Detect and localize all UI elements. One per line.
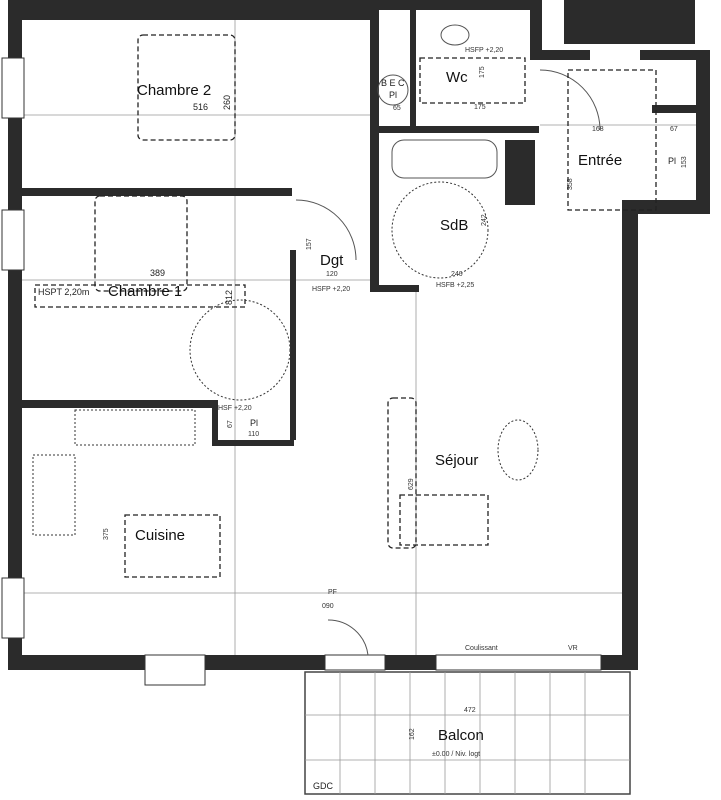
coffee-table bbox=[497, 419, 539, 481]
dim-label: 389 bbox=[150, 268, 165, 278]
dim-label: 629 bbox=[408, 478, 415, 490]
height-note: HSPT 2,20m bbox=[38, 287, 89, 297]
room-label-chambre-1: Chambre 1 bbox=[108, 283, 182, 300]
dim-label: 260 bbox=[222, 95, 232, 110]
height-note: HSFP +2,20 bbox=[465, 47, 503, 54]
room-label-pl: Pl bbox=[389, 90, 397, 100]
sofa bbox=[387, 397, 417, 549]
dining-table bbox=[124, 514, 221, 578]
room-label-balcon: Balcon bbox=[438, 727, 484, 744]
room-label-entree: Entrée bbox=[578, 152, 622, 169]
dim-label: 375 bbox=[103, 528, 110, 540]
height-note: HSF +2,20 bbox=[218, 405, 252, 412]
room-label-pl: Pl bbox=[668, 156, 676, 166]
dim-label: 110 bbox=[248, 431, 259, 438]
furniture bbox=[32, 24, 657, 656]
boiler bbox=[377, 74, 409, 106]
dim-label: 472 bbox=[464, 707, 476, 714]
dim-label: 175 bbox=[479, 66, 486, 78]
kitchen-counter bbox=[32, 454, 76, 536]
dim-label: 67 bbox=[670, 126, 678, 133]
bathtub bbox=[391, 139, 498, 179]
dim-label: 242 bbox=[481, 214, 488, 226]
room-label-cuisine: Cuisine bbox=[135, 527, 185, 544]
room-label-pl: Pl bbox=[250, 418, 258, 428]
door-label: PF bbox=[328, 589, 337, 596]
dim-label: 120 bbox=[326, 271, 338, 278]
bed-chambre-1 bbox=[94, 195, 188, 292]
labels: Chambre 2 516 260 Chambre 1 389 812 HSPT… bbox=[38, 47, 688, 791]
dim-label: 812 bbox=[224, 290, 234, 305]
room-label-wc: Wc bbox=[446, 69, 468, 86]
redaction-block bbox=[564, 0, 695, 44]
toilet bbox=[440, 24, 470, 46]
room-label-chambre-2: Chambre 2 bbox=[137, 82, 211, 99]
dim-label: 67 bbox=[227, 420, 234, 428]
dim-label: 358 bbox=[567, 178, 574, 190]
dim-label: 175 bbox=[474, 104, 486, 111]
room-label-bec: B E C bbox=[381, 78, 405, 88]
dim-label: 157 bbox=[306, 238, 313, 250]
dim-label: 162 bbox=[409, 728, 416, 740]
room-label-sdb: SdB bbox=[440, 217, 468, 234]
shutter-label: VR bbox=[568, 645, 578, 652]
bed-chambre-2 bbox=[137, 34, 236, 141]
height-note: HSFP +2,20 bbox=[312, 286, 350, 293]
dim-label: 168 bbox=[592, 126, 604, 133]
dim-label: 240 bbox=[451, 271, 463, 278]
railing-label: GDC bbox=[313, 781, 334, 791]
level-note: ±0.00 / Niv. logt bbox=[432, 751, 480, 758]
height-note: HSFB +2,25 bbox=[436, 282, 474, 289]
windows bbox=[1, 57, 602, 686]
door-swing bbox=[295, 199, 357, 261]
dim-label: 153 bbox=[681, 156, 688, 168]
room-label-dgt: Dgt bbox=[320, 252, 344, 269]
walls bbox=[8, 0, 710, 670]
room-label-sejour: Séjour bbox=[435, 452, 478, 469]
door-width-label: 090 bbox=[322, 603, 334, 610]
balcony bbox=[304, 671, 631, 795]
sliding-door-label: Coulissant bbox=[465, 645, 498, 652]
dim-label: 65 bbox=[393, 105, 401, 112]
dim-label: 516 bbox=[193, 102, 208, 112]
